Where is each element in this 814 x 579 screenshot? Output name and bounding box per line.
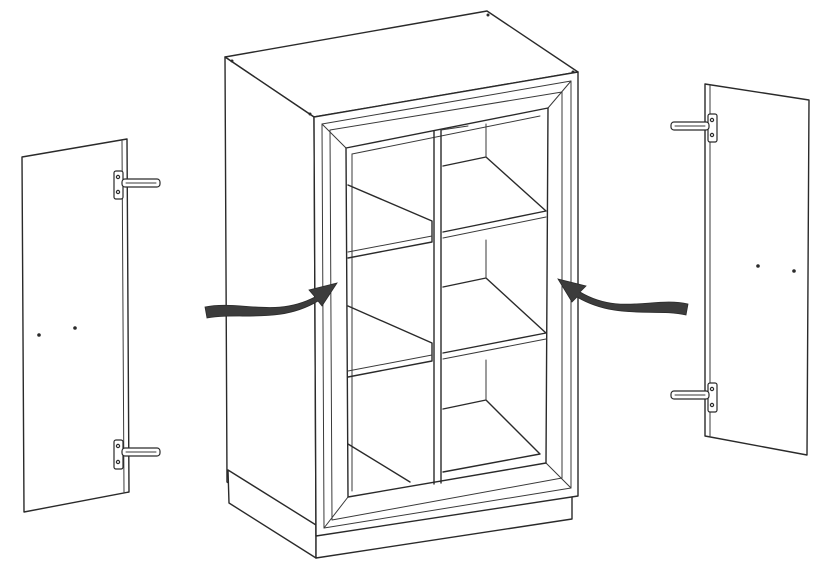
screw-dot [230,59,234,63]
shelf-left-1 [347,184,433,259]
left-door-panel [21,138,130,513]
right-door-panel [704,83,810,456]
opening-top-depth [351,115,541,155]
hinge-icon [670,113,718,143]
screw-dot [308,112,312,116]
screw-dot [571,70,575,74]
hinge-icon [113,170,161,200]
cabinet-opening [345,107,549,498]
bevel-corner-tl [321,123,347,149]
screw-hole [37,333,41,337]
cabinet-body [224,10,579,559]
bevel-corner-tr [547,80,572,109]
screw-hole [792,269,796,273]
shelf-right-2 [442,239,547,360]
screw-dot [486,13,490,17]
shelf-right-3 [442,359,541,473]
bevel-corner-bl [323,496,349,529]
frame-bevel-mid [329,91,563,521]
left-arrow-icon [204,282,338,319]
right-door [670,83,810,456]
left-door-edge [121,140,125,493]
shelf-left-2 [347,305,433,378]
left-door [21,138,161,513]
shelf-left-3 [347,443,411,483]
right-arrow-icon [557,278,689,316]
center-divider [433,125,469,485]
cabinet-left-side [224,56,317,537]
bevel-corner-br [545,462,572,489]
shelf-right-1 [442,123,547,239]
hinge-icon [670,382,718,413]
screw-hole [73,326,77,330]
hinge-icon [113,439,161,470]
screw-hole [756,264,760,268]
